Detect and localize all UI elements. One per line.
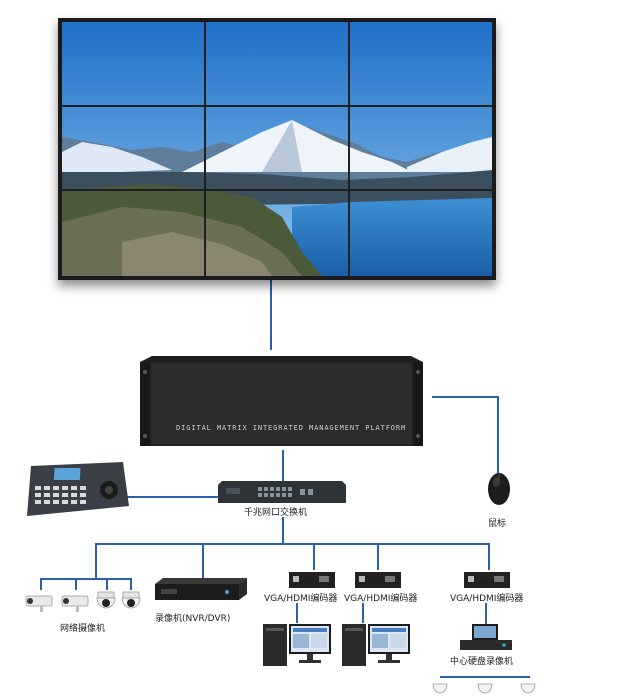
encoder-label: VGA/HDMI编码器 [264,594,338,604]
dome-camera-icon [95,590,117,614]
keyboard-controller [25,462,129,516]
hdd-recorder-label: 中心硬盘录像机 [450,657,514,667]
encoder3-to-hdd-line [485,603,487,625]
bus-drop-encoder2 [377,543,379,570]
dome-camera-icon [477,680,493,694]
cameras-bus [40,578,130,580]
encoder1-to-pc-line [296,603,298,623]
dome-camera-icon [520,680,536,694]
nvr-recorder [155,578,247,602]
dome-camera-icon [120,590,142,614]
cam4-drop [130,578,132,590]
encoder-label: VGA/HDMI编码器 [450,594,524,604]
bullet-camera-icon [60,592,90,614]
bullet-camera-icon [24,592,54,614]
keyboard-to-switch-line [127,496,220,498]
matrix-to-mouse-line-v [497,396,499,474]
encoder2-to-pc-line [362,603,364,623]
switch-label: 千兆网口交换机 [244,508,308,518]
switch-down-line [282,517,284,544]
hdd-recorder [458,624,514,650]
hdd-bottom-bus [440,676,530,678]
bus-drop-encoder3 [488,543,490,570]
encoder-device [289,570,335,590]
bus-drop-encoder1 [313,543,315,570]
mouse-label: 鼠标 [488,519,507,529]
nvr-label: 录像机(NVR/DVR) [155,614,231,624]
encoder-device [355,570,401,590]
matrix-to-mouse-line-h [432,396,498,398]
matrix-to-switch-line [282,450,284,482]
video-wall [58,18,496,280]
dome-camera-icon [432,680,448,694]
bus-drop-cameras [95,543,97,579]
wall-to-matrix-line [270,280,272,350]
cam2-drop [75,578,77,590]
bus-drop-nvr [202,543,204,580]
pc-workstation [342,622,412,668]
cam1-drop [40,578,42,590]
network-switch [218,481,346,503]
matrix-platform-chassis [140,350,423,450]
platform-label: DIGITAL MATRIX INTEGRATED MANAGEMENT PLA… [176,424,407,432]
cameras-label: 网络摄像机 [60,624,106,634]
mouse-icon [487,472,511,506]
encoder-label: VGA/HDMI编码器 [344,594,418,604]
video-wall-landscape [62,22,492,276]
distribution-bus [95,543,489,545]
encoder-device [464,570,510,590]
cam3-drop [106,578,108,590]
pc-workstation [263,622,333,668]
